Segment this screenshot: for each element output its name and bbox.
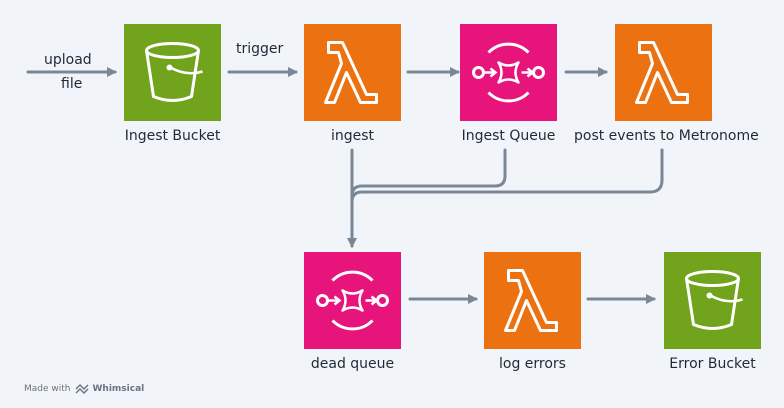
footer-brand: Whimsical — [92, 384, 145, 394]
node-ingest[interactable] — [304, 24, 401, 121]
label-dead-queue: dead queue — [310, 356, 395, 372]
label-ingest-bucket: Ingest Bucket — [124, 128, 221, 144]
label-ingest: ingest — [330, 128, 375, 144]
edges — [26, 67, 664, 304]
node-post-events[interactable] — [615, 24, 712, 121]
footer-made-with: Made with — [24, 384, 71, 394]
label-post-events: post events to Metronome — [574, 128, 759, 144]
whimsical-logo-icon — [75, 384, 88, 394]
node-error-bucket[interactable] — [664, 252, 761, 349]
node-ingest-bucket[interactable] — [124, 24, 221, 121]
node-dead-queue[interactable] — [304, 252, 401, 349]
node-log-errors[interactable] — [484, 252, 581, 349]
label-log-errors: log errors — [499, 356, 566, 372]
edge-label-trigger: trigger — [236, 41, 284, 57]
node-ingest-queue[interactable] — [460, 24, 557, 121]
edge-label-upload: upload — [44, 52, 92, 68]
label-ingest-queue: Ingest Queue — [461, 128, 556, 144]
edge-label-file: file — [61, 76, 83, 92]
edge-ingest-queue-to-dead-queue — [350, 148, 507, 198]
whimsical-footer[interactable]: Made with Whimsical — [24, 384, 144, 394]
edge-post-events-to-dead-queue — [350, 148, 664, 204]
label-error-bucket: Error Bucket — [669, 356, 756, 372]
